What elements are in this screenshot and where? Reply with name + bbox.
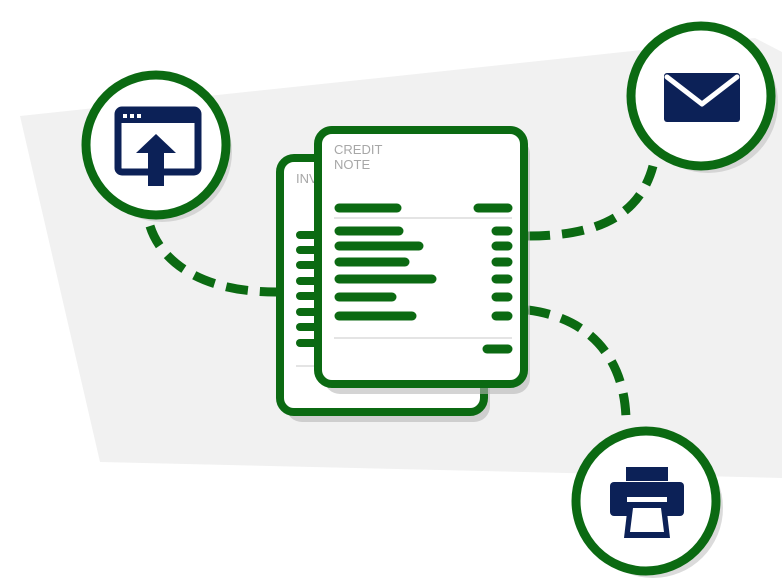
printer-icon [610, 467, 684, 538]
envelope-icon [664, 73, 740, 122]
credit-note-document: CREDIT NOTE [314, 126, 530, 394]
connector-email [527, 164, 658, 241]
credit-note-label-line1: CREDIT [334, 142, 382, 157]
connectors [145, 164, 658, 419]
browser-upload-icon [114, 106, 202, 186]
upload-node[interactable] [81, 70, 232, 222]
credit-note-lines [334, 203, 513, 354]
credit-note-label-line2: NOTE [334, 157, 370, 172]
connector-print [527, 305, 631, 419]
connector-upload [145, 224, 277, 297]
invoice-label: INV [296, 171, 318, 186]
print-node[interactable] [571, 426, 723, 578]
invoice-lines [296, 231, 318, 347]
email-node[interactable] [626, 21, 778, 173]
